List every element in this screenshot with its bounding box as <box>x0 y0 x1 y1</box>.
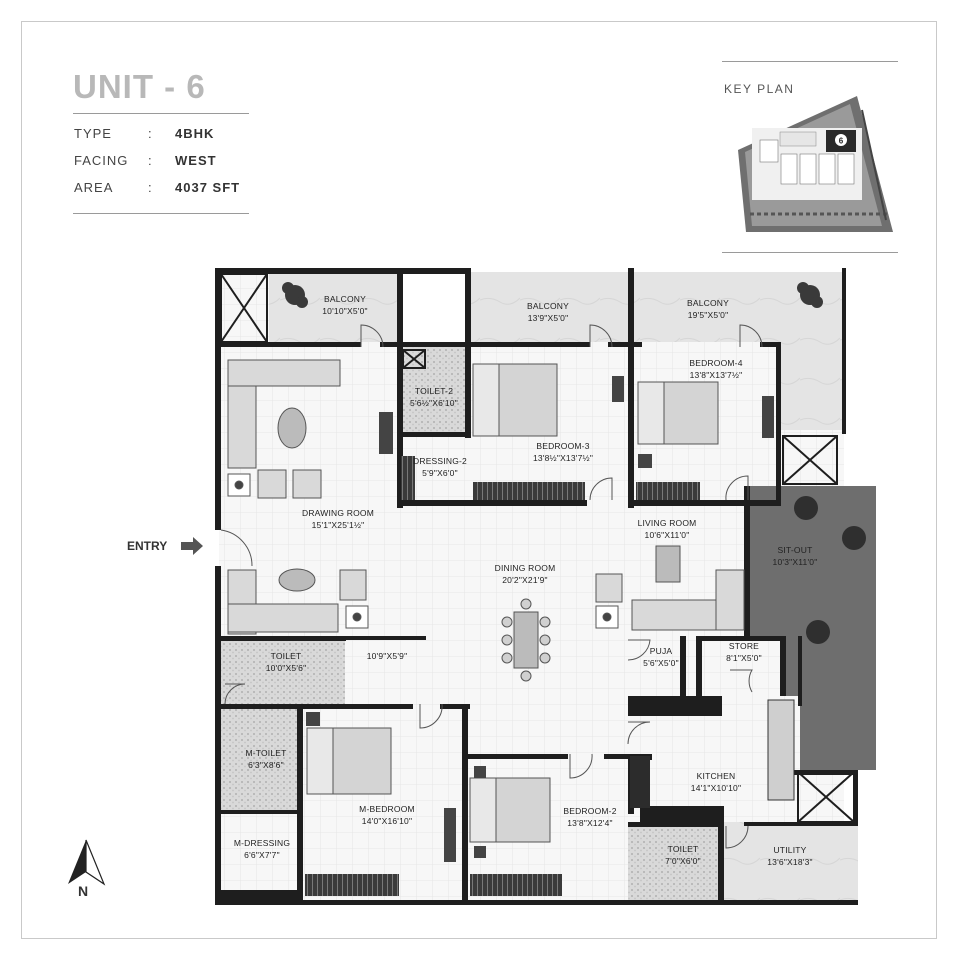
m-bedroom-dim: 14'0"X16'10" <box>362 816 412 826</box>
toilet-1-floor <box>221 640 345 704</box>
toilet-3-name: TOILET <box>668 844 699 854</box>
wardrobe-bedroom-4 <box>636 482 700 500</box>
store-dim: 8'1"X5'0" <box>726 653 762 663</box>
dining-table <box>501 598 551 682</box>
balcony-3-extension <box>780 342 842 430</box>
toilet-2-dim: 5'6½"X6'10" <box>410 398 458 408</box>
spec-value: 4037 SFT <box>175 180 241 195</box>
balcony-1-name: BALCONY <box>324 294 366 304</box>
m-dressing-dim: 6'6"X7'7" <box>244 850 280 860</box>
sit-out-dim: 10'3"X11'0" <box>773 557 818 567</box>
keyplan-top-rule <box>722 61 898 62</box>
unit-title: UNIT - 6 <box>73 68 206 105</box>
title-divider <box>73 113 249 114</box>
beds <box>306 363 719 843</box>
entry-label: ENTRY <box>127 539 168 553</box>
m-toilet-dim: 6'3"X8'6" <box>248 760 284 770</box>
bedroom-3-dim: 13'8½"X13'7½" <box>533 453 593 463</box>
bedroom-4-dim: 13'8"X13'7½" <box>690 370 743 380</box>
drawing-room-dim: 15'1"X25'1½" <box>312 520 365 530</box>
wardrobe-bedroom-3 <box>473 482 585 500</box>
bedroom-3-name: BEDROOM-3 <box>536 441 589 451</box>
living-room-name: LIVING ROOM <box>638 518 697 528</box>
spec-label: AREA <box>74 180 114 195</box>
drawing-room-furniture <box>227 359 369 635</box>
bedroom-4-name: BEDROOM-4 <box>689 358 742 368</box>
drawing-room-name: DRAWING ROOM <box>302 508 374 518</box>
door-swings <box>220 324 763 849</box>
north-label: N <box>78 883 89 899</box>
m-toilet-floor <box>221 706 297 810</box>
bedroom-2-dim: 13'8"X12'4" <box>567 818 613 828</box>
spec-sep: : <box>148 153 153 168</box>
m-bedroom-name: M-BEDROOM <box>359 804 415 814</box>
plants <box>282 282 866 644</box>
dressing-2-dim: 5'9"X6'0" <box>422 468 458 478</box>
room-labels: BALCONY 10'10"X5'0" BALCONY 13'9"X5'0" B… <box>234 294 818 867</box>
balcony-1-dim: 10'10"X5'0" <box>322 306 368 316</box>
kitchen-platform <box>767 699 795 801</box>
balcony-3-name: BALCONY <box>687 298 729 308</box>
side-tables <box>306 376 774 862</box>
balcony-3-floor <box>634 272 842 342</box>
dressing-2-name: DRESSING-2 <box>413 456 467 466</box>
kitchen-dim: 14'1"X10'10" <box>691 783 741 793</box>
wardrobe-bedroom-2 <box>470 874 562 896</box>
kitchen-name: KITCHEN <box>697 771 736 781</box>
toilet-1-name: TOILET <box>271 651 302 661</box>
utility-name: UTILITY <box>773 845 806 855</box>
dining-room-dim: 20'2"X21'9" <box>502 575 548 585</box>
m-toilet-name: M-TOILET <box>245 748 286 758</box>
entry-arrow-icon <box>181 537 203 555</box>
bedroom-2-name: BEDROOM-2 <box>563 806 616 816</box>
passage-dim: 10'9"X5'9" <box>367 651 408 661</box>
m-dressing-name: M-DRESSING <box>234 838 290 848</box>
wardrobe-dressing-2 <box>401 456 415 500</box>
store-name: STORE <box>729 641 759 651</box>
dining-room-name: DINING ROOM <box>495 563 556 573</box>
living-room-dim: 10'6"X11'0" <box>645 530 690 540</box>
toilet-2-name: TOILET-2 <box>415 386 453 396</box>
balcony-2-dim: 13'9"X5'0" <box>528 313 569 323</box>
spec-sep: : <box>148 180 153 195</box>
toilet-1-dim: 10'0"X5'6" <box>266 663 307 673</box>
balcony-3-dim: 19'5"X5'0" <box>688 310 729 320</box>
balcony-2-floor <box>470 272 630 342</box>
keyplan-title: KEY PLAN <box>724 82 795 96</box>
spec-value: WEST <box>175 153 217 168</box>
puja-name: PUJA <box>650 646 673 656</box>
keyplan-bottom-rule <box>722 252 898 253</box>
specs-divider <box>73 213 249 214</box>
spec-value: 4BHK <box>175 126 215 141</box>
north-arrow-icon <box>68 839 106 886</box>
kitchen-counter <box>630 756 650 808</box>
toilet-3-dim: 7'0"X6'0" <box>665 856 701 866</box>
living-room-furniture <box>595 545 745 631</box>
utility-floor <box>722 822 858 902</box>
spec-sep: : <box>148 126 153 141</box>
sit-out-name: SIT-OUT <box>778 545 813 555</box>
puja-dim: 5'6"X5'0" <box>643 658 679 668</box>
walls <box>215 268 858 905</box>
spec-label: FACING <box>74 153 129 168</box>
wardrobe-m-bedroom <box>305 874 399 896</box>
balcony-2-name: BALCONY <box>527 301 569 311</box>
page-frame <box>21 21 937 939</box>
duct-void <box>399 272 467 342</box>
utility-dim: 13'6"X18'3" <box>767 857 813 867</box>
spec-label: TYPE <box>74 126 112 141</box>
toilet-3-floor <box>628 826 718 902</box>
